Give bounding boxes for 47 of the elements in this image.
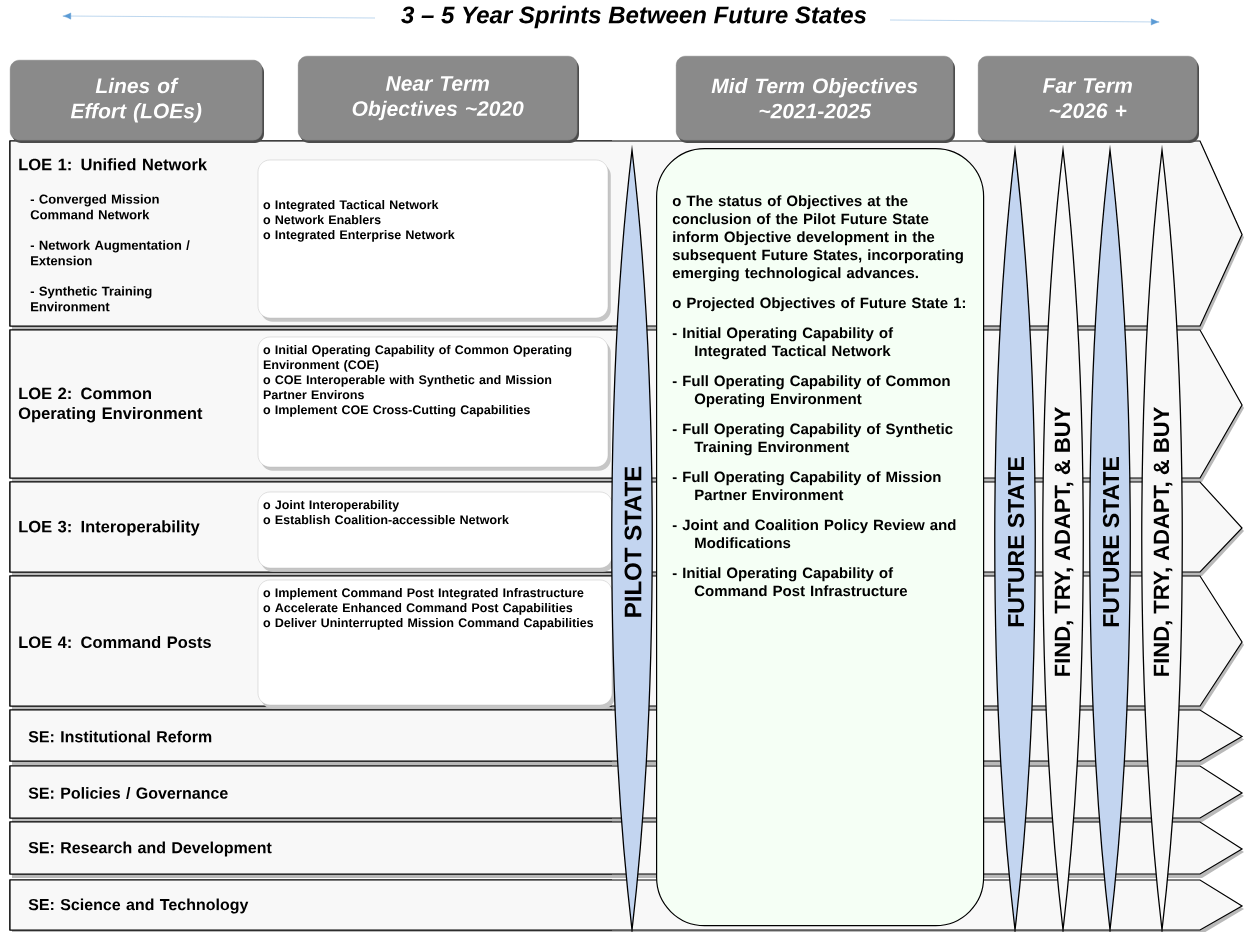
band-title: LOE 4: Command Posts [19, 635, 211, 649]
objective-text: o The status of Objectives at the conclusion of the Pilot Future State inform Objective development in the subsequent Future States, incorporating emerging technological advances. [672, 195, 963, 282]
objectives-panel [656, 148, 985, 927]
state-label: FIND, TRY, ADAPT, & BUY [1054, 407, 1074, 676]
band-title: SE: Institutional Reform [28, 730, 212, 743]
band-title: SE: Science and Technology [28, 898, 249, 914]
bullet-text: o Establish Coalition-accessible Network [263, 515, 509, 525]
band-title: LOE 3: Interoperability [19, 520, 200, 536]
bullet-text: o Initial Operating Capability of Common Operating Environment (COE) [263, 345, 572, 372]
chevron-band [9, 879, 613, 931]
sub-item: - Synthetic Training Environment [30, 286, 152, 312]
band-title: SE: Research and Development [28, 841, 272, 857]
chevron-band [9, 765, 613, 819]
state-label: FUTURE STATE [1007, 457, 1025, 627]
sub-item: - Converged Mission Command Network [30, 194, 159, 220]
chevron-band [9, 821, 613, 875]
state-label: FUTURE STATE [1102, 457, 1120, 627]
chevron-band [9, 709, 613, 762]
bullet-text: o Integrated Tactical Network [263, 200, 439, 212]
title: 3 – 5 Year Sprints Between Future States [401, 5, 867, 29]
column-header: Mid Term Objectives ~2021-2025 [676, 56, 955, 143]
objective-text: - Initial Operating Capability of Command Post Infrastructure [672, 567, 908, 597]
objective-text: o Projected Objectives of Future State 1: [672, 297, 965, 312]
sub-item: - Network Augmentation / Extension [30, 240, 190, 266]
band-title: LOE 2: Common Operating Environment [18, 387, 203, 423]
bullet-text: o Implement COE Cross-Cutting Capabilities [263, 405, 530, 417]
bullet-text: o Deliver Uninterrupted Mission Command Capabilities [263, 618, 594, 630]
objective-box [257, 336, 611, 471]
objective-text: - Initial Operating Capability of Integrated Tactical Network [672, 327, 894, 360]
bullet-text: o Implement Command Post Integrated Infrastructure [263, 588, 584, 600]
band-title: LOE 1: Unified Network [19, 158, 208, 171]
bullet-text: o Network Enablers [263, 215, 381, 225]
bullet-text: o Integrated Enterprise Network [263, 230, 455, 242]
state-label: PILOT STATE [624, 466, 642, 617]
state-label: FIND, TRY, ADAPT, & BUY [1153, 407, 1173, 676]
bullet-text: o Accelerate Enhanced Command Post Capabilities [263, 603, 573, 615]
objective-text: - Full Operating Capability of Common Operating Environment [672, 375, 950, 408]
objective-box [257, 579, 615, 709]
column-header: Lines of Effort (LOEs) [10, 60, 264, 143]
objective-text: - Joint and Coalition Policy Review and Modifications [672, 519, 956, 549]
objective-box [257, 159, 611, 322]
band-title: SE: Policies / Governance [28, 787, 228, 799]
column-header: Far Term ~2026 + [978, 56, 1199, 143]
objective-text: - Full Operating Capability of Synthetic Training Environment [672, 423, 953, 456]
objective-text: - Full Operating Capability of Mission Partner Environment [672, 471, 941, 501]
column-header: Near Term Objectives ~2020 [298, 56, 579, 143]
bullet-text: o Joint Interoperability [263, 500, 400, 512]
